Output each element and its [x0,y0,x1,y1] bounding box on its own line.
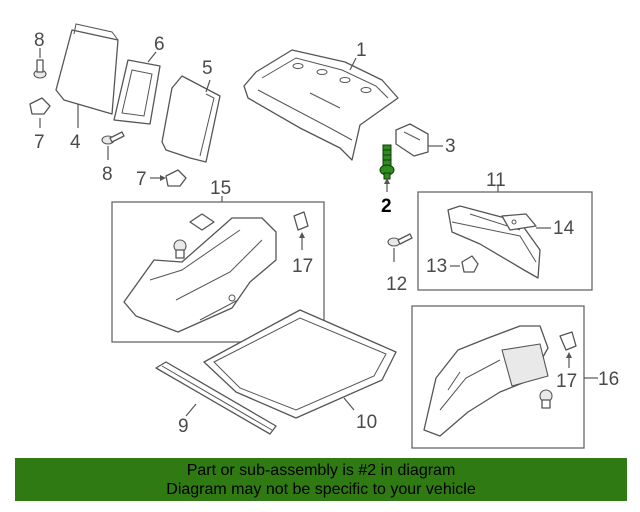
part-16-trunk-trim-right[interactable] [423,325,549,437]
callout-8a: 8 [34,30,45,51]
banner-line-1: Part or sub-assembly is #2 in diagram [186,462,456,479]
part-8-screw-lower[interactable] [101,131,125,145]
part-6-window-panel[interactable] [113,59,161,125]
part-17-clip-upper[interactable] [293,211,309,231]
part-15-clip-b[interactable] [173,239,187,259]
part-5-trim-panel[interactable] [161,75,221,163]
part-16-clip[interactable] [539,389,553,409]
callout-7a: 7 [34,132,45,153]
callout-2: 2 [381,196,392,217]
part-15-clip-a[interactable] [189,213,215,231]
part-7-clip-upper[interactable] [29,97,51,115]
callout-17a: 17 [292,256,313,277]
part-1-package-tray[interactable] [243,49,399,161]
part-14-bracket[interactable] [501,213,537,231]
part-7-clip-lower[interactable] [165,169,187,187]
part-13-clip[interactable] [461,255,479,273]
part-4-trim-panel[interactable] [55,23,119,115]
callout-17b: 17 [556,371,577,392]
callout-8b: 8 [102,164,113,185]
callout-7b: 7 [136,169,147,190]
banner-line-2: Diagram may not be specific to your vehi… [166,481,476,498]
part-12-screw[interactable] [387,233,413,247]
part-3-bracket[interactable] [395,123,429,157]
callout-14: 14 [553,218,575,239]
part-10-trunk-mat[interactable] [203,309,397,419]
callout-12: 12 [386,274,407,295]
callout-5: 5 [202,58,213,79]
callout-9: 9 [178,416,189,437]
callout-16: 16 [598,369,619,390]
parts-diagram: 1 2 3 4 6 5 8 7 [29,23,619,449]
part-9-sill-plate[interactable] [155,361,277,435]
part-17-clip-lower[interactable] [559,331,577,351]
callout-4: 4 [70,132,81,153]
info-banner: Part or sub-assembly is #2 in diagram Di… [15,458,627,501]
callout-11: 11 [486,170,506,191]
callout-3: 3 [445,136,456,157]
part-8-screw-upper[interactable] [33,59,47,79]
part-15-trunk-trim-left[interactable] [123,217,277,333]
callout-13: 13 [426,256,447,277]
callout-10: 10 [356,412,377,433]
callout-1: 1 [356,40,367,61]
callout-15: 15 [210,178,231,199]
callout-6: 6 [154,34,165,55]
part-2-clip[interactable] [379,144,395,180]
